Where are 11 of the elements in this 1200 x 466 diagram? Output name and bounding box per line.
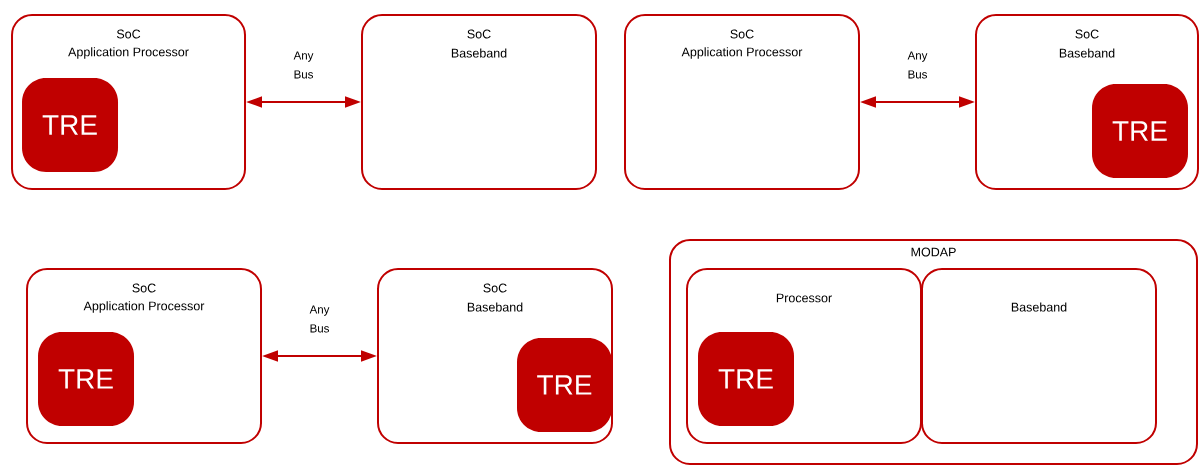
tre-block: TRE <box>698 332 794 426</box>
edge-label: Any Bus <box>309 305 330 333</box>
edge-label: Any Bus <box>907 51 928 79</box>
chip-box: SoC Application Processor <box>624 14 860 190</box>
chip-box: SoC Baseband <box>361 14 597 190</box>
tre-block: TRE <box>517 338 612 432</box>
tre-block: TRE <box>22 78 118 172</box>
chip-box: Baseband <box>921 268 1157 444</box>
edge-label: Any Bus <box>293 51 314 79</box>
tre-block: TRE <box>1092 84 1188 178</box>
tre-block: TRE <box>38 332 134 426</box>
